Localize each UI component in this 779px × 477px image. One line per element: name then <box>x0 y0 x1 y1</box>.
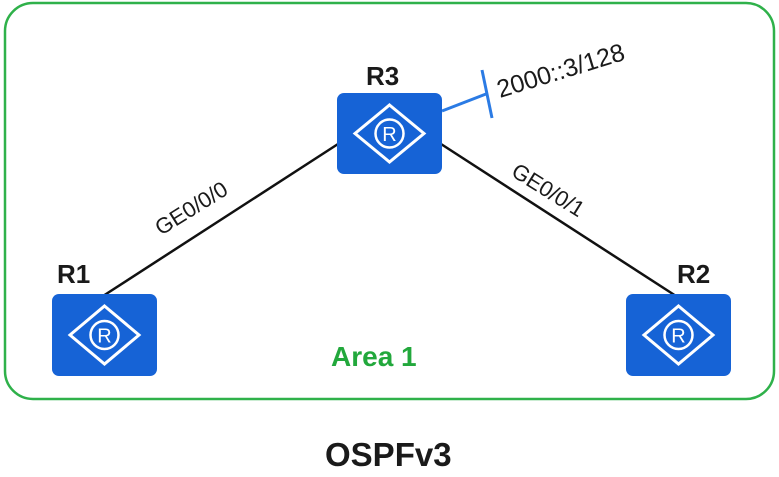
router-icon: R <box>52 294 157 376</box>
router-r1[interactable]: R <box>52 294 157 376</box>
router-label-r3: R3 <box>366 61 399 91</box>
svg-text:R: R <box>671 326 685 348</box>
area-boundary <box>3 1 776 401</box>
interface-label-ge0-0-0: GE0/0/0 <box>150 176 232 240</box>
loopback-address-label: 2000::3/128 <box>494 38 628 103</box>
router-label-r2: R2 <box>677 259 710 289</box>
link-r3-r2 <box>440 142 677 298</box>
link-r3-r1 <box>102 142 339 298</box>
router-icon: R <box>626 294 731 376</box>
router-label-r1: R1 <box>57 259 90 289</box>
router-r2[interactable]: R <box>626 294 731 376</box>
router-r3[interactable]: R <box>337 93 442 174</box>
svg-text:R: R <box>97 326 111 348</box>
diagram-caption: OSPFv3 <box>325 436 452 473</box>
area-label: Area 1 <box>331 341 417 372</box>
loopback-stub <box>441 69 494 119</box>
router-icon: R <box>337 93 442 174</box>
svg-text:R: R <box>382 124 396 146</box>
